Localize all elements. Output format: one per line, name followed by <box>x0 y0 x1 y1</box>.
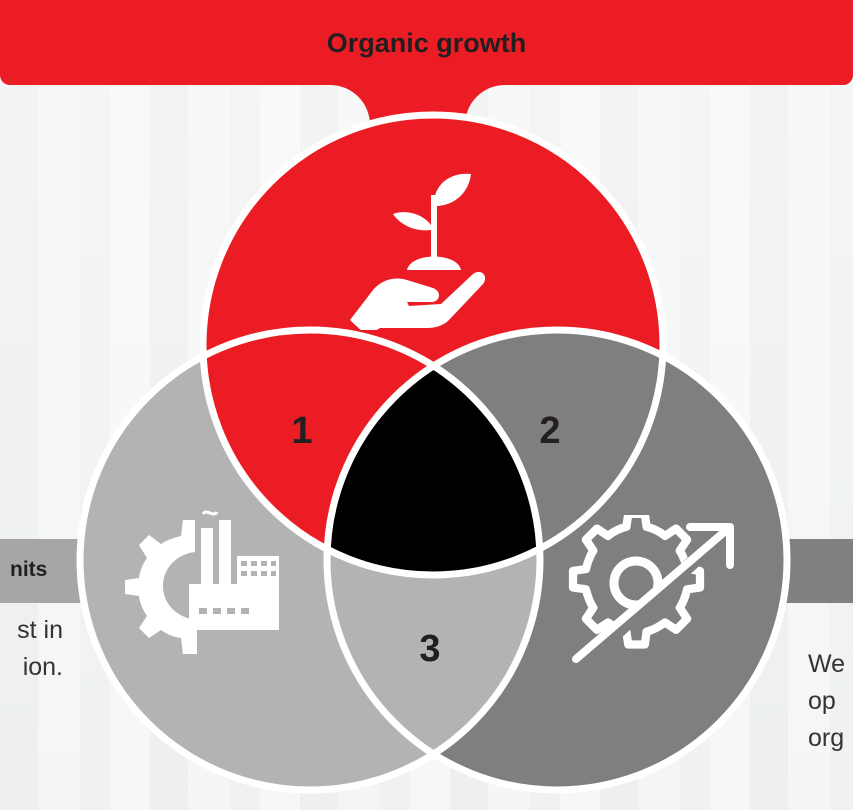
left-description: st in ion. <box>0 612 63 686</box>
region-3-label: 3 <box>419 628 441 670</box>
outline-top <box>199 111 667 579</box>
right-description: We op org <box>808 646 845 757</box>
region-center <box>327 330 540 575</box>
left-description-line: st in <box>17 616 63 644</box>
right-description-line: org <box>808 724 845 752</box>
right-description-line: We <box>808 650 846 678</box>
outline-left <box>76 326 544 794</box>
plant-in-hand-icon <box>350 173 485 330</box>
left-label-text: nits <box>10 558 48 581</box>
banner-title: Organic growth <box>326 28 527 58</box>
factory-gear-icon <box>125 510 279 654</box>
outline-right <box>323 326 791 794</box>
left-description-line: ion. <box>22 653 63 681</box>
region-2-label: 2 <box>539 410 561 452</box>
region-1-label: 1 <box>291 410 313 452</box>
gear-growth-arrow-icon <box>568 515 734 665</box>
organic-growth-banner <box>0 0 853 85</box>
right-description-line: op <box>808 687 836 715</box>
